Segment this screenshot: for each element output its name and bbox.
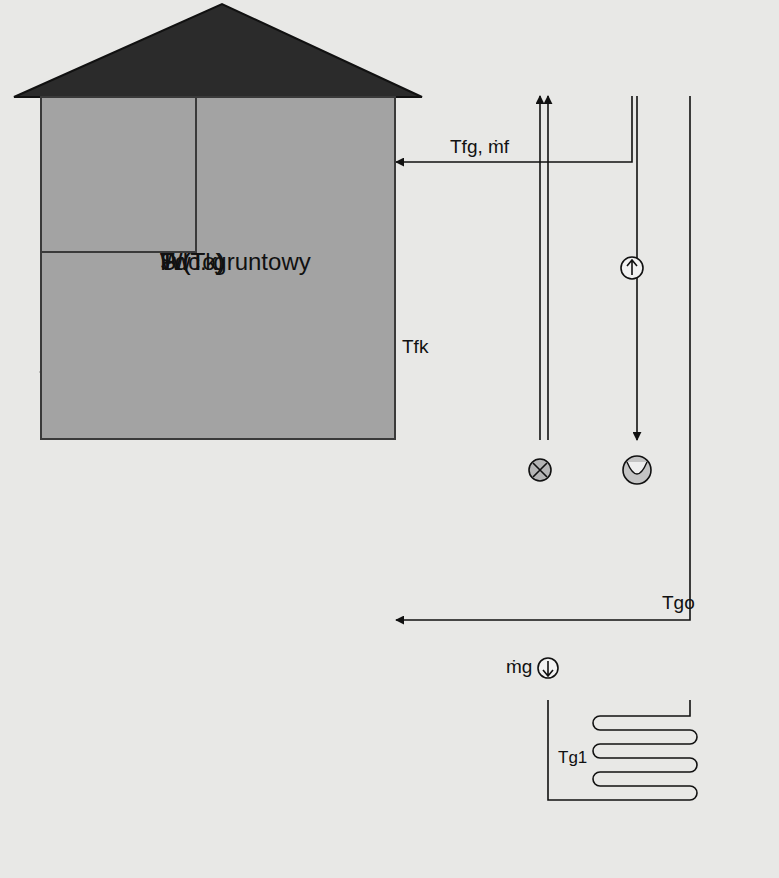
house-roof — [14, 4, 422, 97]
flow-line — [539, 96, 541, 440]
flow-line — [547, 96, 549, 440]
pump-symbol — [538, 658, 558, 678]
flow-line — [396, 96, 690, 620]
flow-label: Tfg, ṁf — [450, 136, 509, 158]
flow-label: Tfk — [402, 336, 428, 358]
expansion-valve-symbol — [529, 459, 551, 481]
flow-line — [396, 96, 632, 162]
temperature-label: Tg1 — [558, 748, 587, 768]
node-label: Td — [160, 248, 188, 276]
compressor-symbol — [623, 456, 651, 484]
flow-label: ṁg — [506, 656, 532, 678]
flow-label: Tgo — [662, 592, 695, 614]
ground-coil — [548, 700, 697, 800]
pump-symbol — [621, 257, 643, 279]
building-box: Td — [40, 96, 197, 253]
